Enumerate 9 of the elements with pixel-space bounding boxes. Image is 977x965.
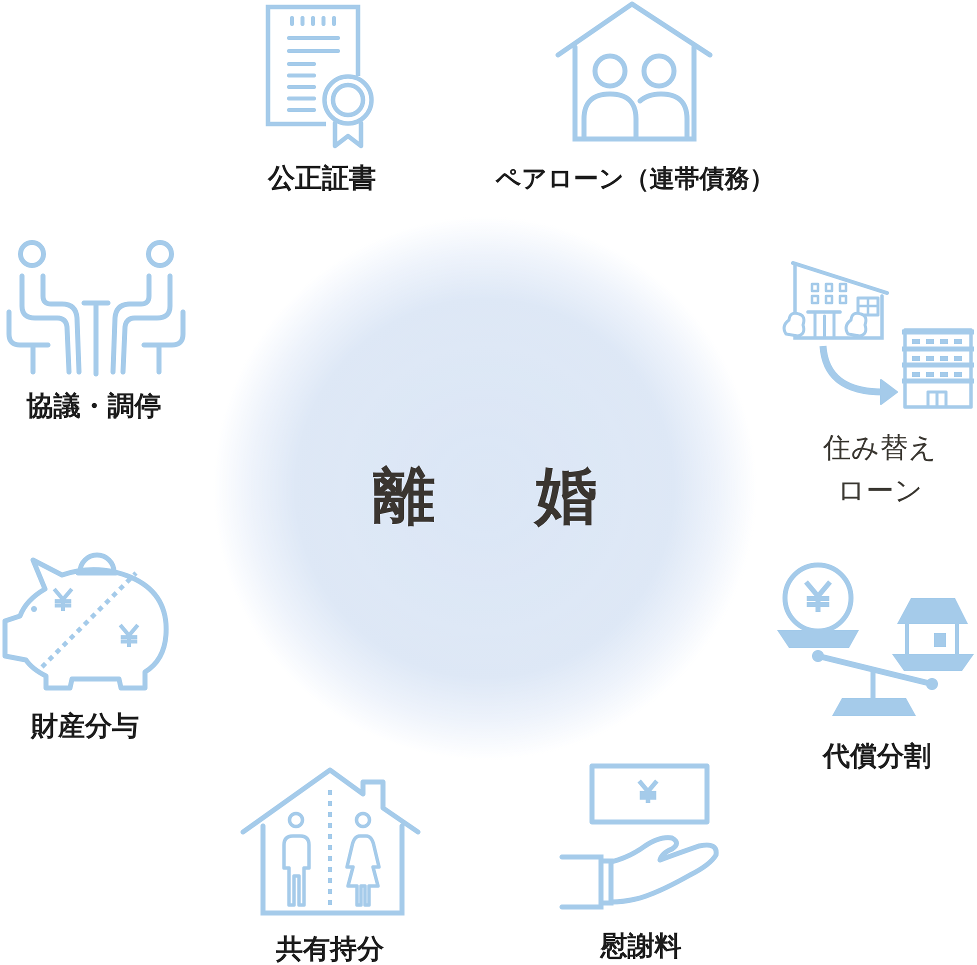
icon-caption: 代償分割 <box>823 740 931 774</box>
icon-caption: 協議・調停 <box>26 390 162 424</box>
icon-caption: 住み替えローン <box>822 430 938 509</box>
icon-caption: 共有持分 <box>276 934 384 965</box>
center-title: 離 婚 <box>372 462 616 530</box>
icon-caption: ペアローン（連帯債務） <box>496 164 774 194</box>
icon-caption: 財産分与 <box>31 710 139 744</box>
icon-caption: 公正証書 <box>268 162 376 196</box>
icon-caption: 慰謝料 <box>600 930 682 964</box>
